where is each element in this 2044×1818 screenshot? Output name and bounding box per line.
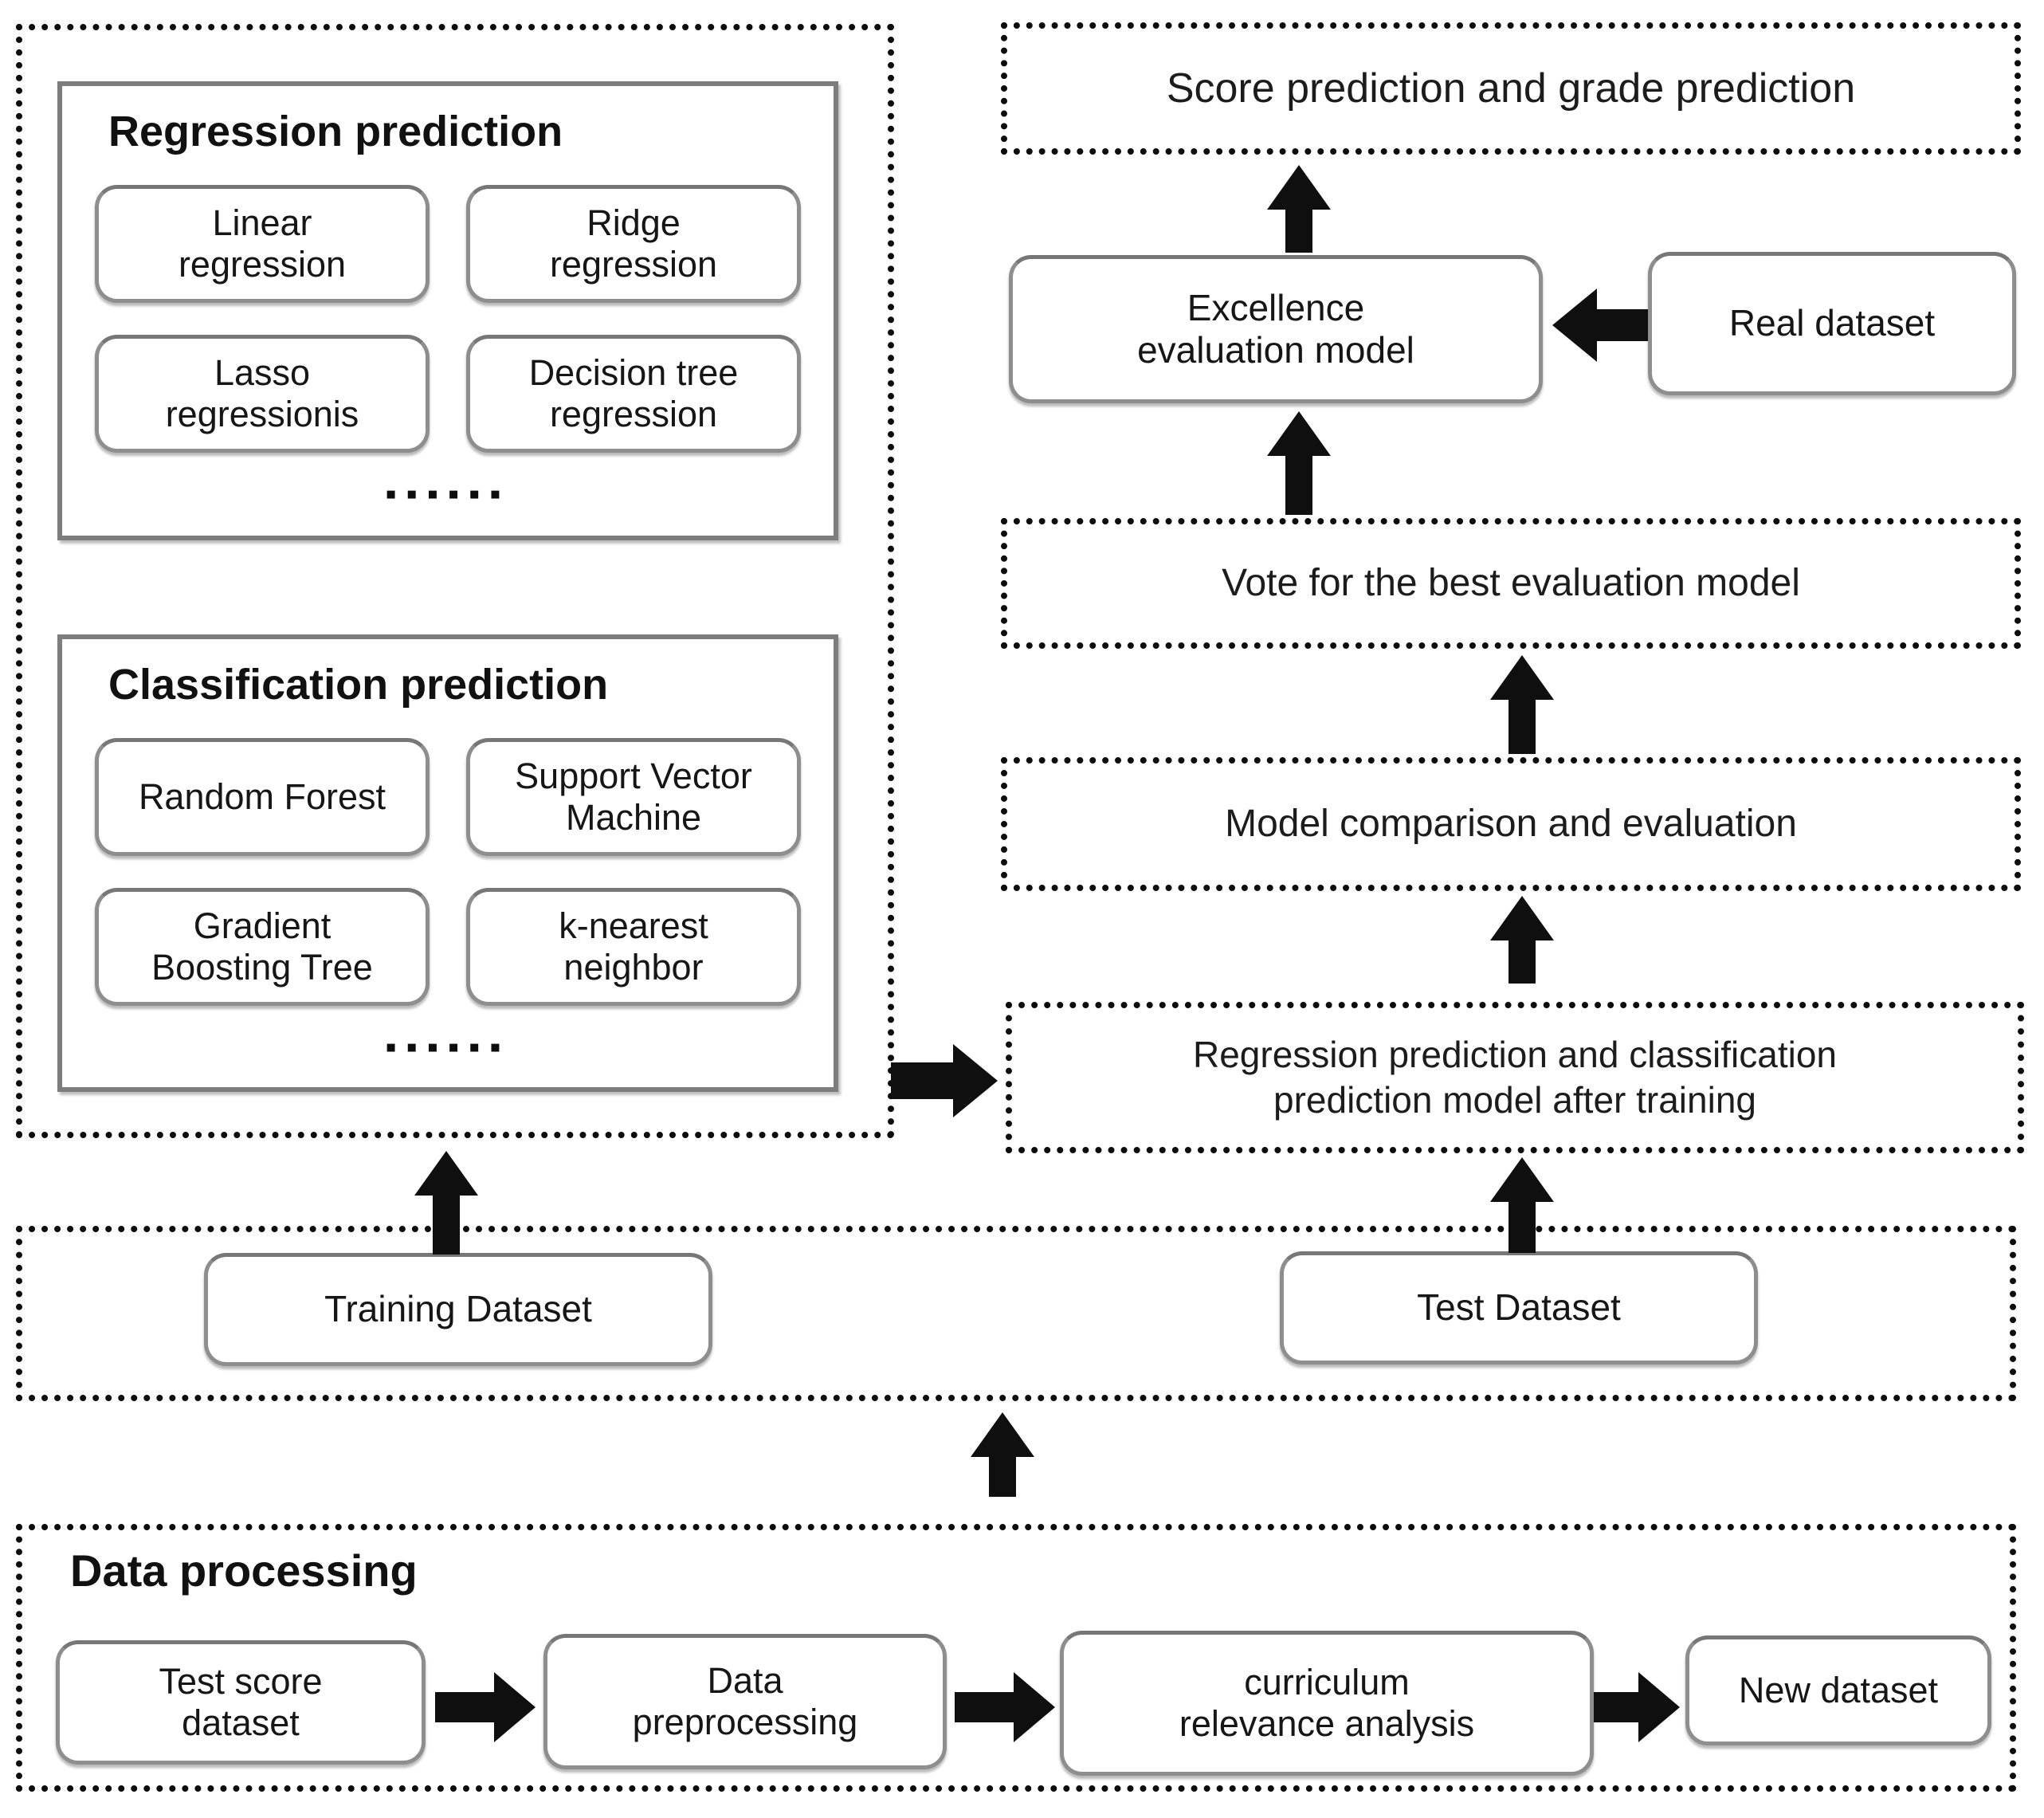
support-vector-machine-node: Support Vector Machine: [466, 738, 801, 856]
random-forest-node: Random Forest: [95, 738, 430, 856]
arrow-up-icon: [414, 1151, 478, 1255]
node-label: New dataset: [1738, 1669, 1939, 1710]
node-label: curriculum relevance analysis: [1179, 1661, 1475, 1744]
training-dataset-node: Training Dataset: [204, 1253, 712, 1366]
arrow-up-icon: [1490, 1157, 1554, 1253]
vote-best-model-label: Vote for the best evaluation model: [1222, 562, 1800, 604]
score-grade-prediction-box: Score prediction and grade prediction: [1001, 22, 2021, 155]
score-grade-prediction-label: Score prediction and grade prediction: [1166, 65, 1856, 112]
arrow-up-icon: [1267, 411, 1331, 515]
node-label: Support Vector Machine: [515, 755, 752, 838]
node-label: Decision tree regression: [528, 351, 739, 434]
node-label: Real dataset: [1728, 302, 1936, 344]
arrow-up-icon: [1490, 655, 1554, 754]
node-label: Ridge regression: [549, 202, 718, 285]
ellipsis-dots-icon: ▪▪▪▪▪▪: [385, 477, 511, 512]
new-dataset-node: New dataset: [1685, 1635, 1991, 1745]
model-comparison-label: Model comparison and evaluation: [1225, 803, 1797, 845]
real-dataset-node: Real dataset: [1648, 252, 2016, 395]
data-processing-title: Data processing: [70, 1545, 418, 1596]
lasso-regression-node: Lasso regressionis: [95, 335, 430, 453]
k-nearest-neighbor-node: k-nearest neighbor: [466, 888, 801, 1006]
arrow-up-icon: [971, 1412, 1034, 1497]
model-comparison-box: Model comparison and evaluation: [1001, 757, 2021, 891]
arrow-right-icon: [955, 1672, 1055, 1742]
ridge-regression-node: Ridge regression: [466, 185, 801, 303]
linear-regression-node: Linear regression: [95, 185, 430, 303]
arrow-right-icon: [435, 1672, 536, 1742]
arrow-right-icon: [891, 1044, 998, 1117]
curriculum-relevance-analysis-node: curriculum relevance analysis: [1060, 1631, 1594, 1776]
test-dataset-node: Test Dataset: [1280, 1251, 1758, 1364]
excellence-evaluation-model-node: Excellence evaluation model: [1009, 255, 1543, 403]
regression-group-title: Regression prediction: [108, 108, 563, 155]
arrow-up-icon: [1490, 896, 1554, 984]
node-label: Lasso regressionis: [165, 351, 359, 434]
arrow-left-icon: [1552, 289, 1648, 362]
regression-node-grid: Linear regression Ridge regression Lasso…: [62, 185, 834, 453]
test-score-dataset-node: Test score dataset: [56, 1640, 426, 1765]
node-label: Test score dataset: [159, 1660, 323, 1743]
classification-node-grid: Random Forest Support Vector Machine Gra…: [62, 738, 834, 1006]
node-label: Training Dataset: [324, 1288, 592, 1330]
node-label: Excellence evaluation model: [1137, 286, 1414, 371]
classification-group-title: Classification prediction: [108, 661, 609, 709]
node-label: Test Dataset: [1417, 1286, 1621, 1329]
node-label: Gradient Boosting Tree: [151, 905, 373, 988]
gradient-boosting-tree-node: Gradient Boosting Tree: [95, 888, 430, 1006]
trained-model-label: Regression prediction and classification…: [1193, 1033, 1837, 1121]
ellipsis-dots-icon: ▪▪▪▪▪▪: [385, 1030, 511, 1065]
arrow-up-icon: [1267, 165, 1331, 253]
classification-prediction-group: Classification prediction Random Forest …: [57, 634, 838, 1092]
node-label: k-nearest neighbor: [559, 905, 708, 988]
arrow-right-icon: [1594, 1672, 1680, 1742]
vote-best-model-box: Vote for the best evaluation model: [1001, 518, 2021, 649]
node-label: Data preprocessing: [632, 1659, 858, 1742]
data-preprocessing-node: Data preprocessing: [543, 1634, 947, 1769]
node-label: Random Forest: [138, 775, 386, 817]
trained-model-box: Regression prediction and classification…: [1006, 1002, 2024, 1153]
regression-prediction-group: Regression prediction Linear regression …: [57, 81, 838, 540]
decision-tree-regression-node: Decision tree regression: [466, 335, 801, 453]
node-label: Linear regression: [178, 202, 347, 285]
